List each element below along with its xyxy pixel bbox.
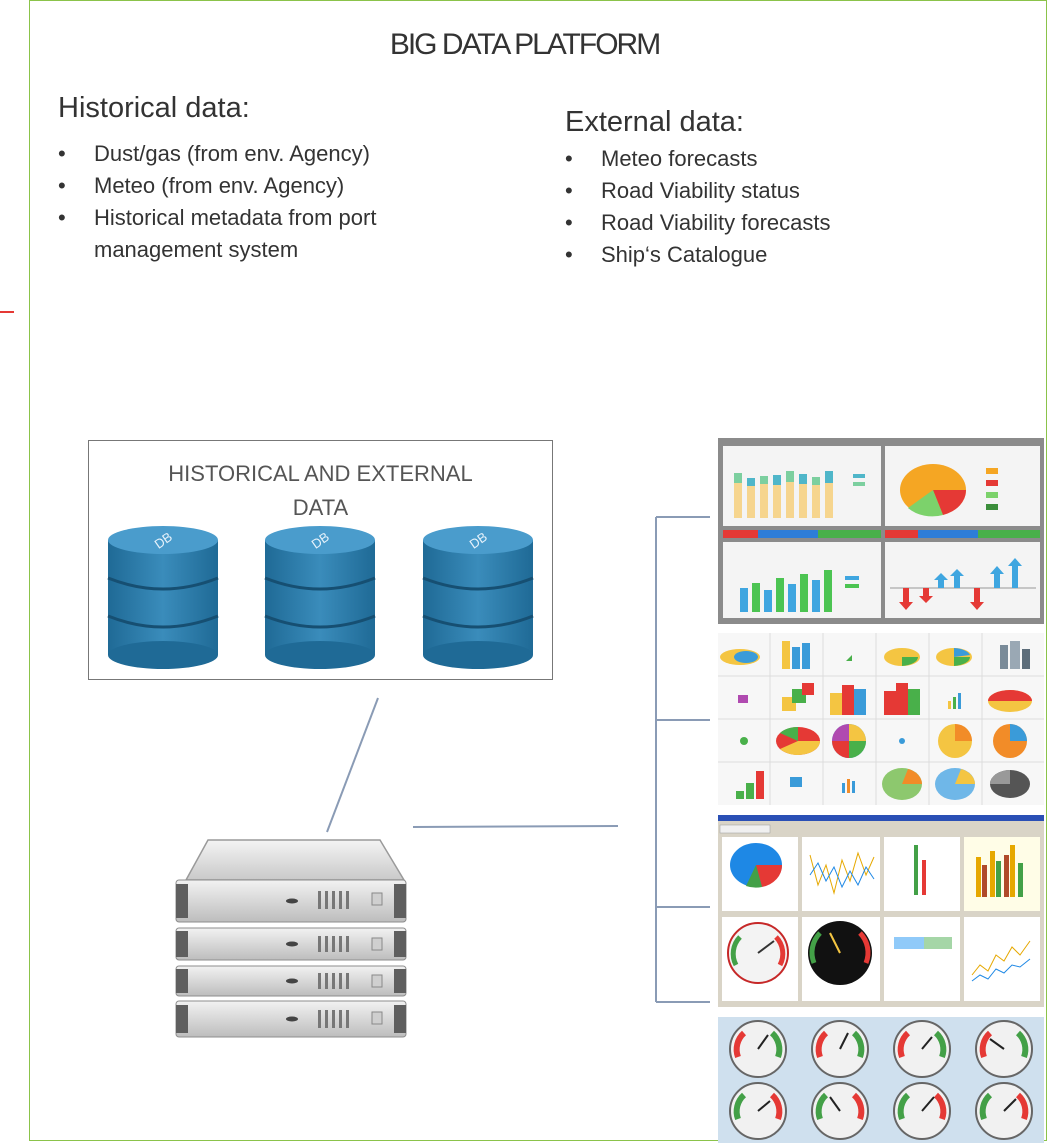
database-icon: DB [107, 526, 219, 669]
historical-item: Dust/gas (from env. Agency) [58, 138, 498, 170]
server-unit [175, 965, 407, 997]
gauge [729, 1020, 787, 1078]
dashboard-thumbnail-4 [718, 1017, 1044, 1143]
dashboard-thumbnail-3 [718, 815, 1044, 1007]
edge-marker [0, 311, 14, 313]
historical-list: Dust/gas (from env. Agency) Meteo (from … [58, 138, 498, 266]
database-icon: DB [264, 526, 376, 669]
server-unit [175, 927, 407, 961]
dashboard-thumbnail-1 [718, 438, 1044, 624]
external-item: Meteo forecasts [565, 143, 985, 175]
external-list: Meteo forecasts Road Viability status Ro… [565, 143, 985, 271]
gauge [975, 1020, 1033, 1078]
historical-item: Historical metadata from port management… [58, 202, 498, 266]
database-box-label: HISTORICAL AND EXTERNAL DATA [168, 461, 473, 520]
db-to-server-line [326, 697, 379, 833]
external-item: Ship‘s Catalogue [565, 239, 985, 271]
database-icon: DB [422, 526, 534, 669]
gauge [893, 1082, 951, 1140]
server-to-bracket-line [412, 825, 619, 828]
external-heading: External data: [565, 106, 744, 138]
gauge [811, 1082, 869, 1140]
page-title: BIG DATA PLATFORM [389, 28, 661, 61]
server-unit [175, 1000, 407, 1038]
gauge [811, 1020, 869, 1078]
platform-frame [29, 0, 1047, 1141]
external-item: Road Viability status [565, 175, 985, 207]
external-item: Road Viability forecasts [565, 207, 985, 239]
gauge [729, 1082, 787, 1140]
gauge [975, 1082, 1033, 1140]
historical-item: Meteo (from env. Agency) [58, 170, 498, 202]
dashboard-thumbnail-2 [718, 633, 1044, 805]
gauge [893, 1020, 951, 1078]
server-unit [175, 879, 407, 923]
historical-heading: Historical data: [58, 92, 250, 124]
